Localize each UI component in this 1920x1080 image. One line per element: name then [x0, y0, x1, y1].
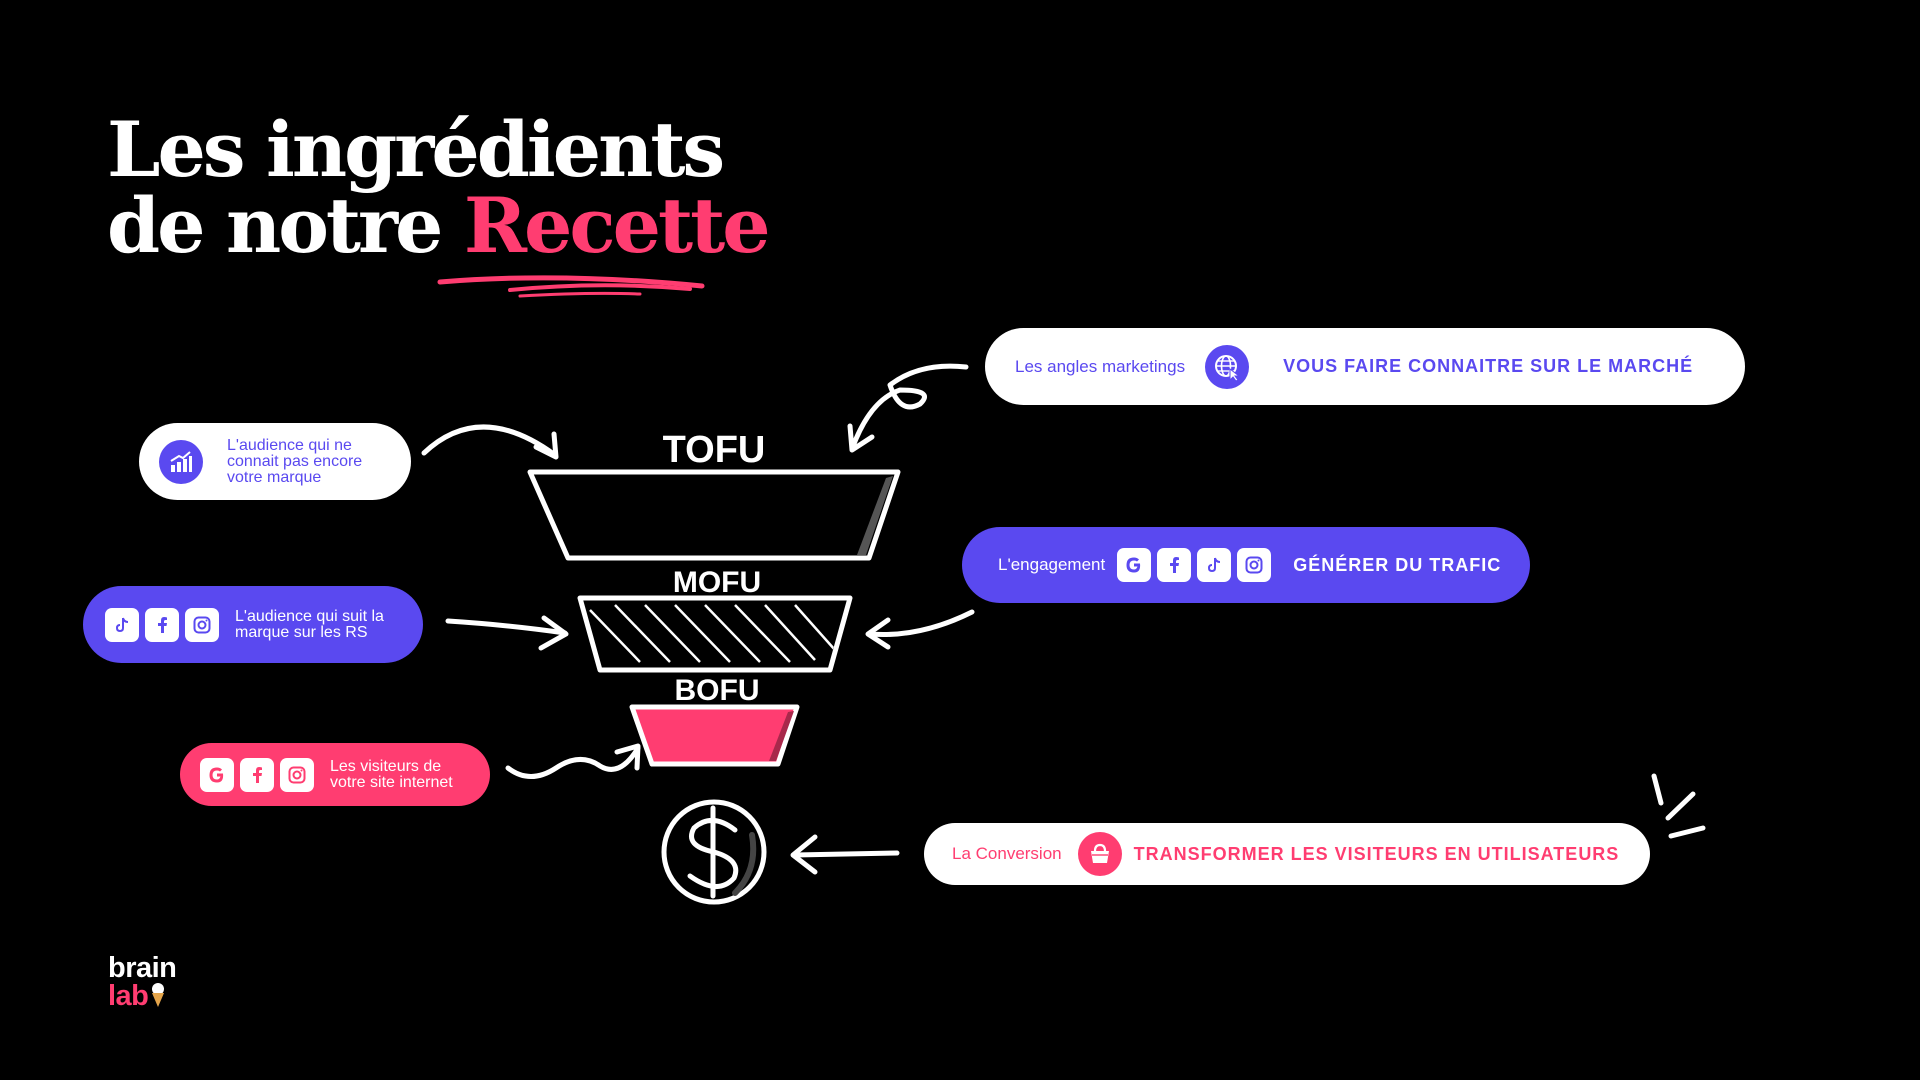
- pill-tofu-audience-text: L'audience qui ne connait pas encore vot…: [227, 438, 387, 486]
- pill-bofu-audience: Les visiteurs de votre site internet: [180, 743, 490, 806]
- logo-line-2: lab: [108, 983, 148, 1010]
- pill-conversion-goal-label: La Conversion: [952, 846, 1062, 862]
- arrow-left-tofu: [424, 427, 556, 457]
- pill-tofu-goal-text: VOUS FAIRE CONNAITRE SUR LE MARCHÉ: [1283, 356, 1693, 377]
- pill-mofu-goal-text: GÉNÉRER DU TRAFIC: [1293, 555, 1501, 576]
- pill-tofu-goal-label: Les angles marketings: [1015, 359, 1185, 375]
- sparkle-decoration: [1654, 776, 1703, 836]
- title-underline-brush: [440, 278, 702, 296]
- globe-cursor-icon: [1205, 345, 1249, 389]
- pill-mofu-audience: L'audience qui suit la marque sur les RS: [83, 586, 423, 663]
- ice-cream-icon: [149, 982, 167, 1008]
- facebook-icon: [240, 758, 274, 792]
- pill-mofu-goal-label: L'engagement: [998, 557, 1105, 573]
- brainlab-logo: brain lab: [108, 955, 176, 1010]
- social-icons-engagement: [1117, 548, 1271, 582]
- arrow-left-bofu: [508, 746, 638, 777]
- pill-tofu-goal: Les angles marketings VOUS FAIRE CONNAIT…: [985, 328, 1745, 405]
- instagram-icon: [1237, 548, 1271, 582]
- facebook-icon: [1157, 548, 1191, 582]
- funnel-label-mofu: MOFU: [673, 566, 761, 599]
- tiktok-icon: [1197, 548, 1231, 582]
- logo-line-1: brain: [108, 955, 176, 982]
- arrow-right-conversion: [793, 837, 897, 872]
- funnel-mofu-segment: [580, 598, 850, 670]
- chart-growth-icon: [159, 440, 203, 484]
- arrow-right-tofu: [850, 366, 966, 450]
- pill-bofu-audience-text: Les visiteurs de votre site internet: [330, 759, 472, 791]
- conversion-dollar-icon: [664, 802, 764, 902]
- pill-conversion-goal-text: TRANSFORMER LES VISITEURS EN UTILISATEUR…: [1134, 844, 1620, 865]
- funnel-tofu-segment: [530, 472, 898, 558]
- funnel-label-bofu: BOFU: [675, 674, 760, 707]
- pill-mofu-goal: L'engagement GÉNÉRER DU TRAFIC: [962, 527, 1530, 603]
- arrow-right-mofu: [868, 612, 972, 647]
- funnel-label-tofu: TOFU: [663, 429, 766, 471]
- pill-mofu-audience-text: L'audience qui suit la marque sur les RS: [235, 609, 395, 641]
- tiktok-icon: [105, 608, 139, 642]
- google-icon: [1117, 548, 1151, 582]
- pill-tofu-audience: L'audience qui ne connait pas encore vot…: [139, 423, 411, 500]
- instagram-icon: [185, 608, 219, 642]
- arrow-left-mofu: [448, 618, 566, 648]
- instagram-icon: [280, 758, 314, 792]
- pill-conversion-goal: La Conversion TRANSFORMER LES VISITEURS …: [924, 823, 1650, 885]
- social-icons-bofu: [200, 758, 314, 792]
- shopping-basket-icon: [1078, 832, 1122, 876]
- facebook-icon: [145, 608, 179, 642]
- social-icons-mofu: [105, 608, 219, 642]
- google-icon: [200, 758, 234, 792]
- funnel-mofu-hatch: [590, 605, 835, 662]
